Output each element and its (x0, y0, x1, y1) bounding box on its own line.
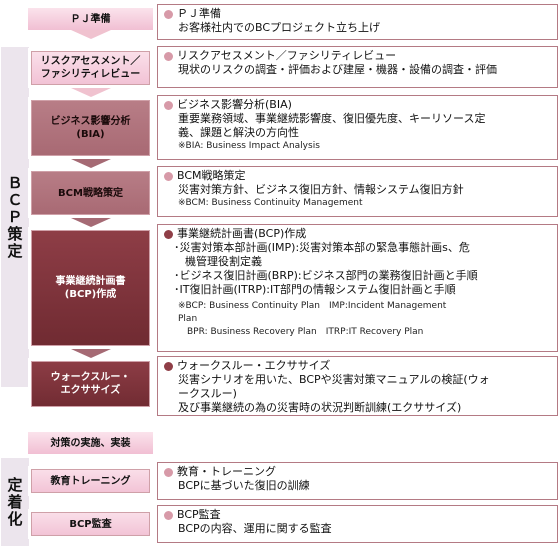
arrow-down (71, 30, 111, 39)
desc-risk-line: 現状のリスクの調査・評価および建屋・機器・設備の調査・評価 (178, 63, 497, 76)
desc-pj-line: お客様社内でのBCプロジェクト立ち上げ (178, 21, 381, 34)
step-bcp-label: 事業継続計画書 (BCP)作成 (55, 276, 126, 300)
desc-edu: 教育・トレーニング BCPに基づいた復旧の訓練 (157, 462, 558, 500)
desc-bia-note: ※BIA: Business Impact Analysis (178, 141, 320, 151)
step-bcp: 事業継続計画書 (BCP)作成 (28, 227, 153, 349)
step-walk: ウォークスルー・ エクササイズ (28, 358, 153, 410)
arrow-down (71, 159, 111, 168)
arrow-down (71, 88, 111, 97)
bullet-icon (164, 9, 173, 19)
step-pj: ＰＪ準備 (28, 8, 153, 30)
desc-bcm-note: ※BCM: Business Continuity Management (178, 198, 363, 208)
phase-fix-bar: 定着化 (1, 458, 29, 546)
step-audit-label: BCP監査 (69, 518, 112, 530)
step-edu: 教育トレーニング (28, 466, 153, 496)
desc-walk: ウォークスルー・エクササイズ 災害シナリオを用いた、BCPや災害対策マニュアルの… (157, 356, 558, 416)
desc-risk-heading: リスクアセスメント／ファシリティレビュー (177, 49, 397, 62)
bullet-icon (164, 467, 173, 477)
step-risk-label: リスクアセスメント／ ファシリティレビュー (40, 56, 141, 80)
desc-bcp-note: BPR: Business Recovery Plan ITRP:IT Reco… (178, 327, 424, 337)
step-risk: リスクアセスメント／ ファシリティレビュー (28, 48, 153, 88)
phase-bcp-bar: ＢＣＰ策定 (1, 47, 29, 387)
desc-bia-line: 義、課題と解決の方向性 (178, 126, 299, 139)
desc-audit-heading: BCP監査 (177, 508, 221, 521)
desc-bcp-line: ･ビジネス復旧計画(BRP):ビジネス部門の業務復旧計画と手順 (174, 269, 478, 282)
bullet-icon (164, 361, 173, 371)
desc-pj: ＰＪ準備 お客様社内でのBCプロジェクト立ち上げ (157, 4, 558, 40)
bullet-icon (164, 51, 173, 61)
desc-bia-line: 重要業務領域、事業継続影響度、復旧優先度、キーリソース定 (178, 112, 486, 125)
desc-walk-line: 及び事業継続の為の災害時の状況判断訓練(エクササイズ) (178, 401, 462, 414)
desc-bcp-note: Plan (178, 314, 198, 324)
desc-bcm: BCM戦略策定 災害対策方針、ビジネス復旧方針、情報システム復旧方針 ※BCM:… (157, 166, 558, 217)
desc-audit-line: BCPの内容、運用に関する監査 (178, 522, 332, 535)
desc-bia-heading: ビジネス影響分析(BIA) (177, 98, 292, 111)
step-pj-label: ＰＪ準備 (70, 13, 111, 25)
desc-bcm-line: 災害対策方針、ビジネス復旧方針、情報システム復旧方針 (178, 183, 464, 196)
bullet-icon (164, 171, 173, 181)
desc-bcp-line: 機管理役割定義 (174, 255, 262, 268)
bullet-icon (164, 510, 173, 520)
step-walk-label: ウォークスルー・ エクササイズ (50, 372, 131, 396)
bullet-icon (164, 100, 173, 110)
step-implement: 対策の実施、実装 (28, 432, 153, 454)
step-audit: BCP監査 (28, 509, 153, 539)
desc-bcp-line: ･IT復旧計画(ITRP):IT部門の情報システム復旧計画と手順 (174, 283, 456, 296)
desc-risk: リスクアセスメント／ファシリティレビュー 現状のリスクの調査・評価および建屋・機… (157, 46, 558, 88)
desc-bcp-note: ※BCP: Business Continuity Plan IMP:Incid… (178, 301, 447, 311)
phase-bcp-label: ＢＣＰ策定 (5, 174, 24, 260)
step-bia: ビジネス影響分析 (BIA) (28, 97, 153, 159)
desc-audit: BCP監査 BCPの内容、運用に関する監査 (157, 505, 558, 543)
desc-bia: ビジネス影響分析(BIA) 重要業務領域、事業継続影響度、復旧優先度、キーリソー… (157, 95, 558, 160)
desc-walk-line: ークスルー) (178, 387, 237, 400)
step-bcm: BCM戦略策定 (28, 168, 153, 218)
desc-bcp-line: ･災害対策本部計画(IMP):災害対策本部の緊急事態計画s、危 (174, 241, 470, 254)
arrow-down (71, 349, 111, 358)
desc-bcp-heading: 事業継続計画書(BCP)作成 (177, 227, 307, 240)
arrow-down (71, 218, 111, 227)
desc-edu-heading: 教育・トレーニング (177, 465, 276, 478)
bullet-icon (164, 229, 173, 239)
desc-bcm-heading: BCM戦略策定 (177, 169, 246, 182)
step-bia-label: ビジネス影響分析 (BIA) (50, 116, 131, 140)
step-edu-label: 教育トレーニング (50, 475, 131, 487)
desc-bcp: 事業継続計画書(BCP)作成 ･災害対策本部計画(IMP):災害対策本部の緊急事… (157, 224, 558, 352)
desc-walk-heading: ウォークスルー・エクササイズ (177, 359, 331, 372)
step-implement-label: 対策の実施、実装 (50, 437, 131, 449)
desc-edu-line: BCPに基づいた復旧の訓練 (178, 479, 310, 492)
step-bcm-label: BCM戦略策定 (58, 187, 123, 199)
desc-walk-line: 災害シナリオを用いた、BCPや災害対策マニュアルの検証(ウォ (178, 373, 490, 386)
phase-fix-label: 定着化 (5, 476, 24, 528)
desc-pj-heading: ＰＪ準備 (177, 7, 221, 20)
